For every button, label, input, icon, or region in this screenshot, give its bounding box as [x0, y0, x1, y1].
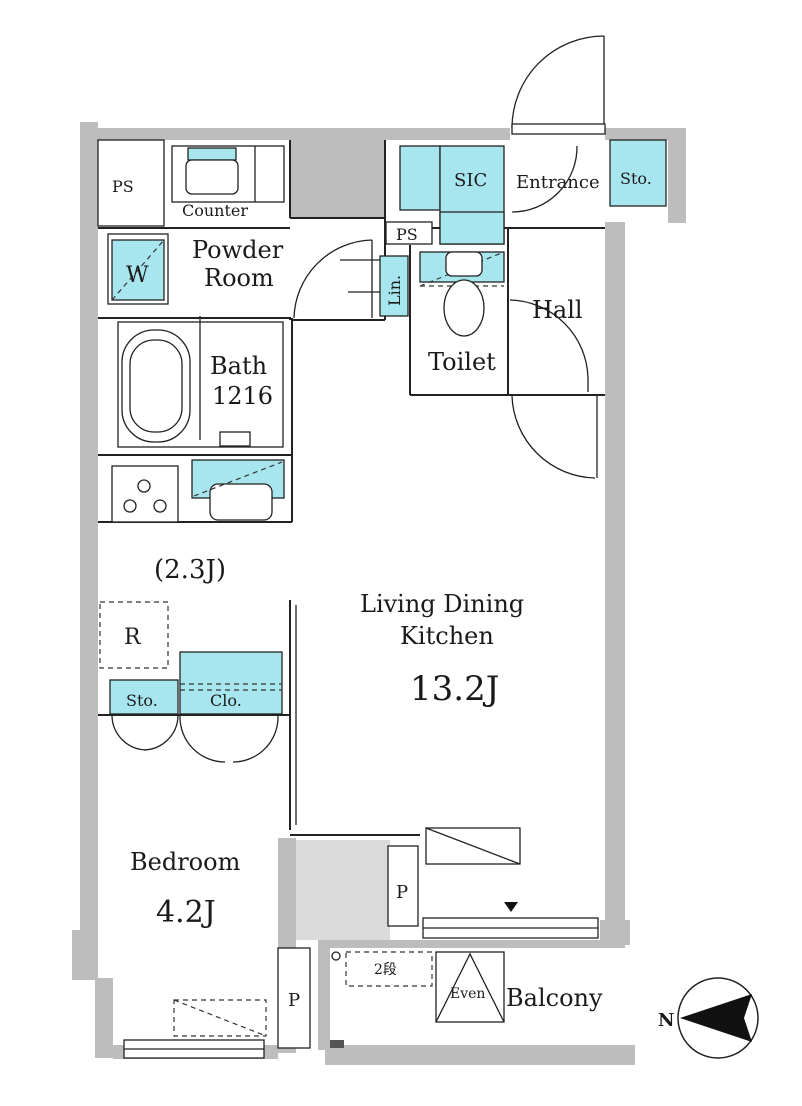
label-refrigerator: R: [124, 625, 142, 650]
label-entrance-storage: Sto.: [620, 169, 652, 188]
label-even: Even: [450, 986, 485, 1002]
label-washer: W: [126, 263, 149, 288]
label-bedroom-size: 4.2J: [156, 895, 216, 930]
label-bedroom-closet: Clo.: [210, 691, 242, 710]
label-powder-room-2: Room: [204, 264, 274, 292]
label-pipe-space-bedroom: P: [288, 990, 300, 1011]
label-ps-top-left: PS: [112, 177, 134, 196]
label-bath-2: 1216: [212, 382, 273, 410]
label-ps-mid: PS: [396, 225, 418, 244]
label-balcony: Balcony: [506, 984, 603, 1012]
compass: N: [658, 977, 759, 1059]
fixtures: [99, 139, 667, 1049]
compass-needle-icon: [680, 994, 752, 1042]
label-linen: Lin.: [385, 275, 404, 306]
label-shelf: 2段: [374, 962, 397, 978]
label-hall: Hall: [532, 296, 583, 324]
label-ldk-2: Kitchen: [400, 622, 494, 650]
label-pipe-space-balcony: P: [396, 882, 408, 903]
label-bedroom: Bedroom: [130, 848, 241, 876]
label-counter: Counter: [182, 201, 248, 220]
label-sic: SIC: [454, 170, 487, 191]
room-labels: PS Counter Powder Room W Bath 1216 (2.3J…: [112, 169, 652, 1012]
interior-partitions: [97, 35, 606, 1059]
label-powder-room-1: Powder: [192, 236, 284, 264]
label-toilet: Toilet: [428, 348, 496, 376]
label-entrance: Entrance: [516, 172, 600, 193]
label-ldk-size: 13.2J: [410, 669, 499, 709]
label-bedroom-storage: Sto.: [126, 691, 158, 710]
label-kitchen-size: (2.3J): [154, 555, 226, 585]
label-bath-1: Bath: [210, 352, 267, 380]
compass-north-label: N: [658, 1010, 674, 1031]
label-ldk-1: Living Dining: [360, 590, 524, 618]
